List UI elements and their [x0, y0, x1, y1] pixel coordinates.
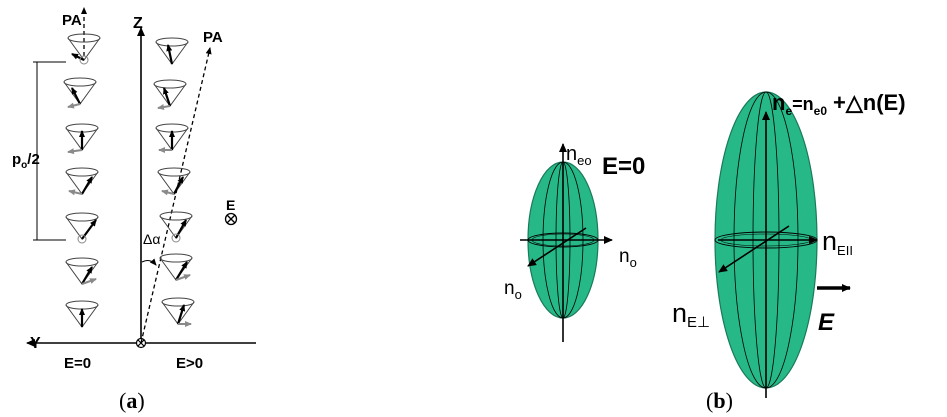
ne-equation-label: ne=ne0+△n(E) — [772, 90, 906, 118]
axis-n-parallel-label: nEII — [822, 226, 853, 258]
ellipsoid-e-positive — [714, 91, 818, 398]
pa-right-line — [140, 47, 212, 344]
molecule-cone — [155, 123, 189, 153]
axis-no-right-label: no — [619, 246, 637, 270]
tilt-angle-label: Δα — [143, 231, 160, 247]
field-zero-label: E=0 — [602, 153, 645, 180]
molecule-cone — [159, 211, 193, 243]
molecule-cone — [161, 297, 195, 327]
state-off-label: E=0 — [64, 355, 91, 372]
axis-no-diag-label: no — [504, 278, 522, 302]
molecule-cone — [153, 79, 187, 110]
caption-a: (a) — [119, 388, 145, 413]
y-axis-label: Y — [30, 335, 41, 352]
pitch-label: po/2 — [12, 151, 40, 171]
state-on-label: E>0 — [176, 355, 203, 372]
field-into-page-symbol — [224, 212, 238, 226]
cone-column-e0 — [63, 33, 101, 328]
pitch-bracket — [33, 61, 66, 241]
molecule-cone — [63, 77, 97, 109]
z-axis-label: Z — [133, 15, 143, 32]
molecule-cone — [155, 37, 189, 65]
ellipsoid-e0 — [520, 143, 613, 342]
molecule-cone — [159, 253, 193, 281]
cone-column-e-positive — [153, 37, 195, 327]
axis-neo-label: neo — [566, 143, 592, 168]
molecule-cone — [65, 257, 99, 285]
tilt-angle-arc — [141, 258, 157, 266]
molecule-cone — [65, 212, 99, 244]
field-e-label: E — [818, 309, 835, 336]
molecule-cone — [157, 167, 191, 196]
pa-left-label: PA — [62, 12, 82, 29]
molecule-cone — [65, 300, 99, 328]
panel-b: neo E=0 no no ne=ne0+△n(E) nEII nE⊥ — [504, 90, 906, 413]
molecule-cone — [65, 123, 99, 155]
caption-b: (b) — [706, 388, 733, 413]
axis-n-perp-label: nE⊥ — [672, 298, 710, 331]
molecule-cone — [65, 167, 99, 196]
pa-right-label: PA — [203, 29, 223, 46]
field-label: E — [226, 197, 235, 213]
panel-a: PA Z Y PA po/2 E — [12, 7, 256, 413]
molecule-cone — [67, 33, 101, 65]
